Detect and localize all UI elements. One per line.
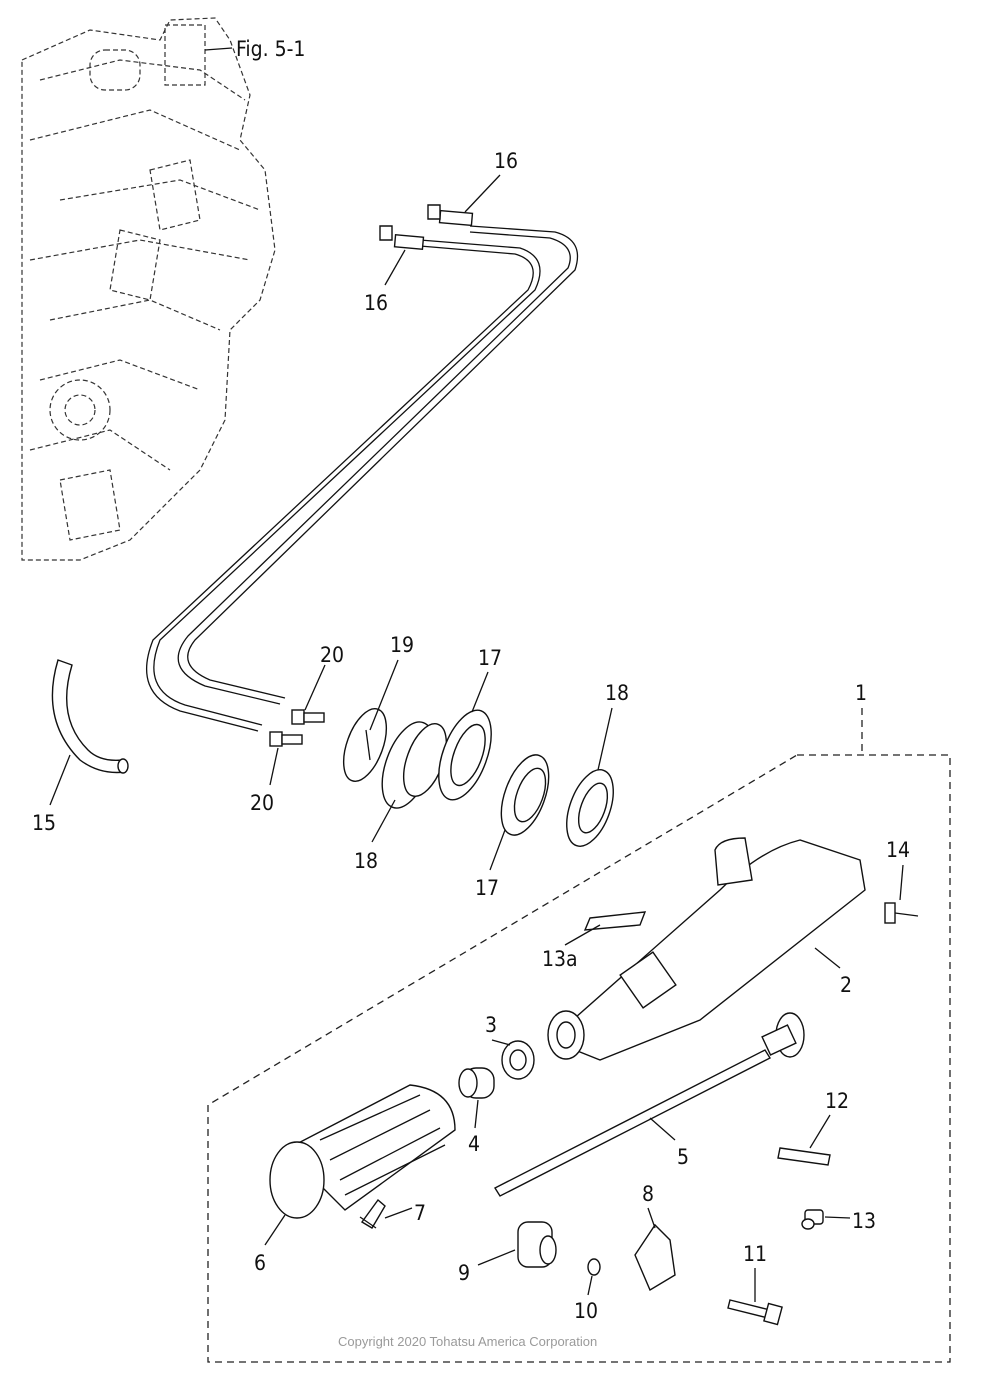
callout-13: 13 (852, 1209, 876, 1233)
leader-5 (649, 1117, 676, 1141)
leader-13 (824, 1216, 851, 1219)
leader-8 (647, 1207, 656, 1229)
engine-reference-drawing (21, 17, 276, 561)
bearing-17 (438, 709, 492, 801)
leader-14 (564, 924, 601, 946)
assembly-1-outline (207, 708, 951, 1363)
callout-15: 16 (364, 291, 388, 315)
bearing-race-17 (500, 754, 550, 836)
screw-7 (359, 1198, 386, 1229)
ring-3 (501, 1040, 535, 1080)
bolt-11 (727, 1299, 783, 1326)
clip-8 (634, 1223, 676, 1292)
callout-18: 18 (605, 681, 629, 705)
callout-10: 10 (574, 1299, 598, 1323)
copyright-notice: Copyright 2020 Tohatsu America Corporati… (338, 1334, 597, 1349)
callout-2: 2 (840, 973, 852, 997)
bolt-20 (269, 709, 325, 747)
label-plate-14 (583, 911, 647, 931)
leader-18b (597, 707, 613, 771)
leader-7 (384, 1207, 413, 1219)
callout-4: 4 (468, 1132, 480, 1156)
callout-17: 17 (478, 646, 502, 670)
callout-15: 16 (494, 149, 518, 173)
spring-10 (587, 1258, 601, 1276)
callout-16: 15 (32, 811, 56, 835)
leader-6 (264, 1214, 286, 1246)
hose-16 (51, 659, 129, 774)
callout-6: 6 (254, 1251, 266, 1275)
callout-8: 8 (642, 1182, 654, 1206)
key-12 (777, 1147, 831, 1166)
callout-19: 19 (390, 633, 414, 657)
screw-13 (801, 1209, 824, 1230)
leader-9 (477, 1249, 516, 1266)
leader-fig (204, 47, 233, 51)
callout-13a: 14 (886, 838, 910, 862)
leader-10 (587, 1275, 593, 1296)
callout-20: 20 (250, 791, 274, 815)
bushing-18b (566, 769, 614, 847)
callout-12: 12 (825, 1089, 849, 1113)
figure-reference-label: Fig. 5-1 (236, 37, 305, 61)
cable-15 (145, 204, 579, 732)
callout-7: 7 (414, 1201, 426, 1225)
callout-20: 20 (320, 643, 344, 667)
spool-9 (517, 1221, 557, 1268)
leader-17b (489, 829, 506, 871)
leader-16 (49, 754, 71, 806)
leader-15b (384, 249, 406, 286)
leader-3 (491, 1039, 511, 1046)
shaft-5 (494, 1012, 805, 1197)
callout-11: 11 (743, 1242, 767, 1266)
collar-4 (458, 1067, 495, 1099)
leader-19 (369, 659, 399, 731)
callout-5: 5 (677, 1145, 689, 1169)
screw-13a (884, 902, 919, 924)
leader-18a (371, 799, 396, 843)
leader-17a (471, 671, 489, 713)
callout-17: 17 (475, 876, 499, 900)
callout-9: 9 (458, 1261, 470, 1285)
leader-20a (304, 664, 326, 711)
grip-6 (269, 1084, 456, 1219)
leader-12 (809, 1114, 831, 1149)
leader-15a (464, 174, 501, 213)
leader-20b (269, 747, 279, 786)
callout-14: 13a (542, 947, 578, 971)
callout-1: 1 (855, 681, 867, 705)
handle-bracket-2 (547, 837, 866, 1061)
callout-3: 3 (485, 1013, 497, 1037)
leader-13a (899, 864, 904, 901)
leader-4 (474, 1099, 479, 1129)
leader-2 (814, 947, 841, 969)
callout-18: 18 (354, 849, 378, 873)
